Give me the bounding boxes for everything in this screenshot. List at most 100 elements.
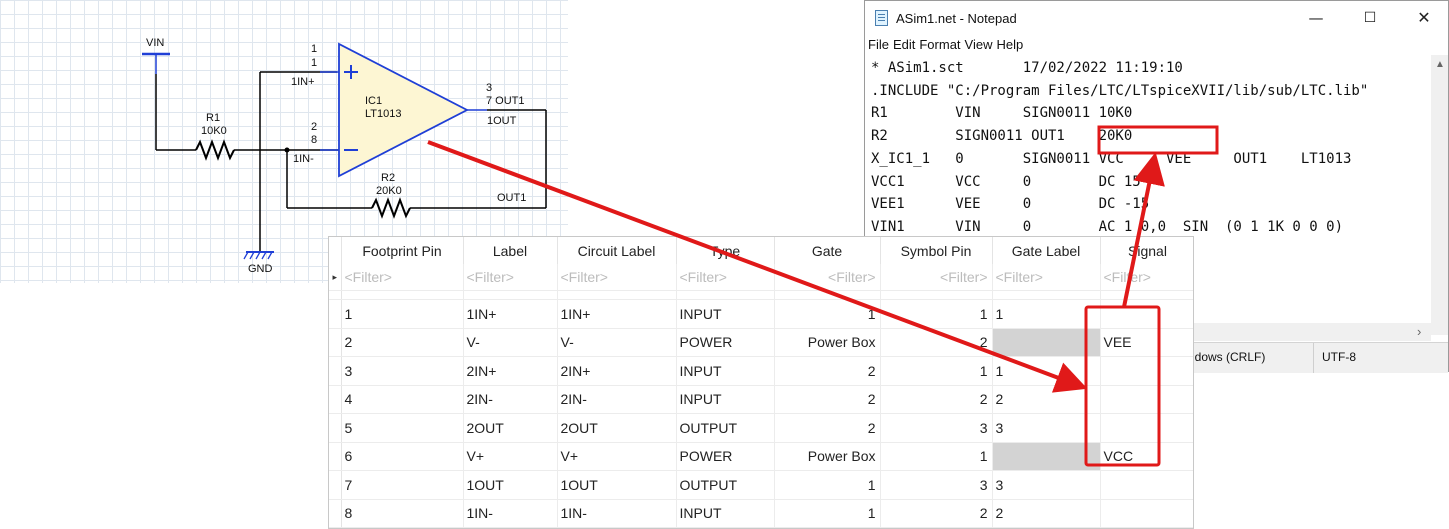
filter-signal[interactable]: <Filter>: [1100, 264, 1193, 291]
cell-circuit-label[interactable]: 2OUT: [557, 413, 677, 443]
filter-label[interactable]: <Filter>: [463, 264, 558, 291]
cell-symbol-pin[interactable]: 1: [880, 442, 993, 471]
cell-label[interactable]: 1OUT: [463, 470, 558, 500]
cell-type[interactable]: INPUT: [676, 356, 775, 386]
cell-gate[interactable]: 1: [774, 470, 881, 500]
cell-gate[interactable]: 2: [774, 385, 881, 414]
cell-circuit-label[interactable]: 1IN-: [557, 499, 677, 528]
cell-gate[interactable]: 2: [774, 356, 881, 386]
minimize-button[interactable]: —: [1308, 9, 1324, 27]
cell-circuit-label[interactable]: 1OUT: [557, 470, 677, 500]
cell-footprint-pin[interactable]: 4: [341, 385, 464, 414]
cell-circuit-label[interactable]: 2IN+: [557, 356, 677, 386]
cell-signal[interactable]: [1100, 499, 1193, 528]
cell-type[interactable]: OUTPUT: [676, 470, 775, 500]
cell-footprint-pin[interactable]: 2: [341, 328, 464, 357]
filter-circuit-label[interactable]: <Filter>: [557, 264, 677, 291]
r1-resistor[interactable]: [195, 139, 235, 161]
cell-gate-label[interactable]: [992, 442, 1101, 471]
cell-symbol-pin[interactable]: 3: [880, 413, 993, 443]
cell-label[interactable]: 2OUT: [463, 413, 558, 443]
menu-file[interactable]: File: [868, 37, 889, 52]
cell-gate[interactable]: Power Box: [774, 442, 881, 471]
gnd-symbol[interactable]: [243, 251, 274, 260]
maximize-button[interactable]: ☐: [1363, 10, 1377, 26]
cell-type[interactable]: INPUT: [676, 385, 775, 414]
cell-type[interactable]: INPUT: [676, 299, 775, 329]
cell-circuit-label[interactable]: V-: [557, 328, 677, 357]
cell-signal[interactable]: [1100, 299, 1193, 329]
col-label[interactable]: Label: [463, 237, 558, 264]
cell-signal[interactable]: [1100, 470, 1193, 500]
cell-gate-label[interactable]: 1: [992, 299, 1101, 329]
cell-symbol-pin[interactable]: 3: [880, 470, 993, 500]
cell-type[interactable]: POWER: [676, 442, 775, 471]
menu-help[interactable]: Help: [996, 37, 1024, 52]
cell-footprint-pin[interactable]: 7: [341, 470, 464, 500]
cell-gate[interactable]: Power Box: [774, 328, 881, 357]
cell-circuit-label[interactable]: 2IN-: [557, 385, 677, 414]
cell-label[interactable]: 2IN-: [463, 385, 558, 414]
filter-gate-label[interactable]: <Filter>: [992, 264, 1101, 291]
menu-format[interactable]: Format: [919, 37, 961, 52]
cell-footprint-pin[interactable]: 5: [341, 413, 464, 443]
cell-footprint-pin[interactable]: 1: [341, 299, 464, 329]
filter-symbol-pin[interactable]: <Filter>: [880, 264, 993, 291]
scroll-right-icon[interactable]: ›: [1417, 324, 1422, 339]
cell-footprint-pin[interactable]: 3: [341, 356, 464, 386]
close-button[interactable]: ✕: [1417, 8, 1431, 27]
cell-gate[interactable]: 1: [774, 499, 881, 528]
cell-gate-label[interactable]: 3: [992, 470, 1101, 500]
notepad-text-area[interactable]: * ASim1.sct 17/02/2022 11:19:10.INCLUDE …: [871, 57, 1427, 323]
cell-label[interactable]: 2IN+: [463, 356, 558, 386]
cell-gate-label[interactable]: [992, 328, 1101, 357]
cell-label[interactable]: 1IN+: [463, 299, 558, 329]
cell-label[interactable]: V+: [463, 442, 558, 471]
vin-port[interactable]: [142, 52, 170, 74]
cell-signal[interactable]: VEE: [1100, 328, 1193, 357]
pin-table-panel[interactable]: Footprint Pin Label Circuit Label Type G…: [328, 236, 1194, 529]
cell-symbol-pin[interactable]: 2: [880, 499, 993, 528]
col-symbol-pin[interactable]: Symbol Pin: [880, 237, 993, 264]
cell-symbol-pin[interactable]: 1: [880, 299, 993, 329]
menu-edit[interactable]: Edit: [892, 37, 916, 52]
cell-label[interactable]: 1IN-: [463, 499, 558, 528]
cell-type[interactable]: INPUT: [676, 499, 775, 528]
notepad-titlebar[interactable]: ASim1.net - Notepad — ☐ ✕: [865, 1, 1448, 35]
cell-type[interactable]: OUTPUT: [676, 413, 775, 443]
cell-gate-label[interactable]: 2: [992, 499, 1101, 528]
menu-view[interactable]: View: [964, 37, 993, 52]
cell-circuit-label[interactable]: 1IN+: [557, 299, 677, 329]
cell-footprint-pin[interactable]: 6: [341, 442, 464, 471]
vertical-scrollbar[interactable]: ▲: [1431, 55, 1448, 335]
col-footprint-pin[interactable]: Footprint Pin: [341, 237, 464, 264]
cell-gate[interactable]: 2: [774, 413, 881, 443]
r2-resistor[interactable]: [371, 197, 411, 219]
col-gate-label[interactable]: Gate Label: [992, 237, 1101, 264]
cell-footprint-pin[interactable]: 8: [341, 499, 464, 528]
col-circuit-label[interactable]: Circuit Label: [557, 237, 677, 264]
cell-label[interactable]: V-: [463, 328, 558, 357]
col-gate[interactable]: Gate: [774, 237, 881, 264]
filter-type[interactable]: <Filter>: [676, 264, 775, 291]
opamp-ic1[interactable]: [338, 42, 469, 178]
cell-type[interactable]: POWER: [676, 328, 775, 357]
cell-symbol-pin[interactable]: 1: [880, 356, 993, 386]
cell-signal[interactable]: [1100, 356, 1193, 386]
cell-signal[interactable]: [1100, 413, 1193, 443]
schematic-canvas[interactable]: VIN R1 10K0 R2 20K0 GND IC1 LT1013 1 1 1…: [0, 0, 568, 283]
cell-symbol-pin[interactable]: 2: [880, 385, 993, 414]
cell-gate-label[interactable]: 3: [992, 413, 1101, 443]
cell-circuit-label[interactable]: V+: [557, 442, 677, 471]
filter-footprint-pin[interactable]: <Filter>: [341, 264, 464, 291]
col-signal[interactable]: Signal: [1100, 237, 1193, 264]
scroll-up-icon[interactable]: ▲: [1435, 59, 1445, 70]
cell-signal[interactable]: [1100, 385, 1193, 414]
